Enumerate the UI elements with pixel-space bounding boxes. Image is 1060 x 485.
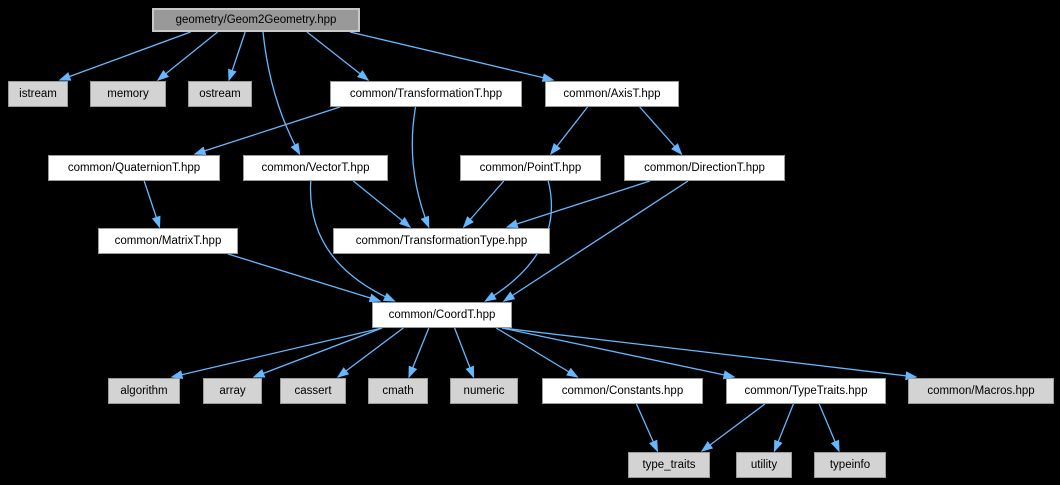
node-ostream: ostream bbox=[188, 81, 252, 107]
node-coord-t[interactable]: common/CoordT.hpp bbox=[372, 302, 512, 328]
edge-coord-t-to-type-traits-hpp bbox=[501, 327, 736, 380]
node-vector-t[interactable]: common/VectorT.hpp bbox=[243, 155, 388, 181]
edge-axis-t-to-point-t bbox=[549, 106, 589, 156]
edge-constants-to-type-traits bbox=[635, 403, 658, 453]
node-type-traits: type_traits bbox=[628, 452, 710, 478]
node-typeinfo: typeinfo bbox=[814, 452, 886, 478]
node-macros: common/Macros.hpp bbox=[908, 378, 1054, 404]
edge-coord-t-to-numeric bbox=[453, 327, 475, 379]
node-transformation-type[interactable]: common/TransformationType.hpp bbox=[333, 228, 550, 254]
edge-geom2geometry-to-ostream bbox=[228, 31, 246, 82]
edge-geom2geometry-to-istream bbox=[58, 31, 191, 81]
edge-coord-t-to-macros bbox=[501, 327, 918, 381]
node-cassert: cassert bbox=[280, 378, 346, 404]
node-constants[interactable]: common/Constants.hpp bbox=[542, 378, 703, 404]
edge-transformation-t-to-quaternion-t bbox=[193, 106, 341, 156]
node-direction-t[interactable]: common/DirectionT.hpp bbox=[624, 155, 785, 181]
node-geom2geometry: geometry/Geom2Geometry.hpp bbox=[152, 8, 360, 32]
edge-quaternion-t-to-matrix-t bbox=[143, 180, 161, 229]
node-point-t[interactable]: common/PointT.hpp bbox=[460, 155, 601, 181]
node-quaternion-t[interactable]: common/QuaternionT.hpp bbox=[48, 155, 220, 181]
edge-direction-t-to-coord-t bbox=[502, 180, 689, 302]
node-matrix-t[interactable]: common/MatrixT.hpp bbox=[98, 228, 238, 254]
node-transformation-t[interactable]: common/TransformationT.hpp bbox=[330, 81, 522, 107]
edge-transformation-t-to-transformation-type bbox=[411, 106, 430, 229]
node-array: array bbox=[203, 378, 262, 404]
node-axis-t[interactable]: common/AxisT.hpp bbox=[545, 81, 679, 107]
node-istream: istream bbox=[8, 81, 68, 107]
node-memory: memory bbox=[90, 81, 166, 107]
edge-vector-t-to-coord-t bbox=[309, 180, 396, 302]
edge-geom2geometry-to-axis-t bbox=[349, 31, 555, 82]
edge-geom2geometry-to-vector-t bbox=[262, 31, 301, 156]
node-algorithm: algorithm bbox=[108, 378, 180, 404]
node-type-traits-hpp[interactable]: common/TypeTraits.hpp bbox=[726, 378, 886, 404]
edge-matrix-t-to-coord-t bbox=[227, 253, 382, 303]
edge-vector-t-to-transformation-type bbox=[352, 180, 412, 228]
edge-group bbox=[58, 31, 918, 453]
node-cmath: cmath bbox=[368, 378, 428, 404]
edge-coord-t-to-cassert bbox=[336, 327, 404, 378]
edge-coord-t-to-algorithm bbox=[170, 327, 383, 379]
edge-type-traits-hpp-to-type-traits bbox=[700, 403, 766, 452]
edge-coord-t-to-constants bbox=[495, 327, 579, 378]
edge-geom2geometry-to-transformation-t bbox=[306, 31, 370, 81]
edge-type-traits-hpp-to-utility bbox=[773, 403, 795, 453]
edge-direction-t-to-transformation-type bbox=[505, 180, 651, 229]
node-numeric: numeric bbox=[450, 378, 518, 404]
edge-geom2geometry-to-memory bbox=[156, 31, 219, 81]
node-utility: utility bbox=[736, 452, 792, 478]
edge-axis-t-to-direction-t bbox=[639, 106, 683, 156]
edge-coord-t-to-array bbox=[252, 327, 383, 378]
edge-coord-t-to-cmath bbox=[408, 327, 430, 379]
edge-point-t-to-transformation-type bbox=[462, 180, 505, 229]
edge-type-traits-hpp-to-typeinfo bbox=[818, 403, 840, 453]
